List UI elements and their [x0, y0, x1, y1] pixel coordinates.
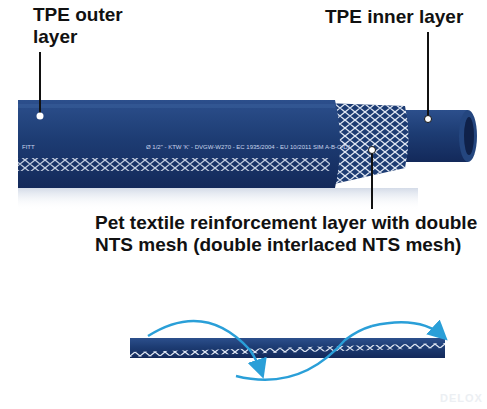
small-hose — [130, 338, 445, 358]
part-label: TPE outer layer — [33, 4, 153, 48]
flow-arrow — [372, 322, 444, 337]
leader-dot — [425, 116, 432, 123]
flow-arrow — [148, 321, 262, 374]
part-label: TPE inner layer — [325, 6, 483, 28]
tube-bore — [464, 117, 474, 155]
part-label: Pet textile reinforcement layer with dou… — [95, 212, 481, 256]
tube-end — [459, 110, 477, 162]
hose-print: FITT — [22, 144, 35, 151]
small-hose-mesh — [130, 343, 445, 357]
highlight — [18, 104, 335, 108]
visible-mesh — [18, 158, 330, 171]
hose-print: Ø 1/2" - KTW 'K' - DVGW-W270 - EC 1935/2… — [146, 144, 351, 151]
watermark: DELOX — [440, 392, 483, 404]
leader-line — [39, 52, 41, 113]
leader-line — [427, 32, 429, 116]
leader-line — [371, 150, 373, 209]
flow-arrow — [236, 326, 372, 380]
leader-dot — [37, 113, 44, 120]
leader-dot — [369, 147, 376, 154]
reflection — [18, 188, 418, 210]
